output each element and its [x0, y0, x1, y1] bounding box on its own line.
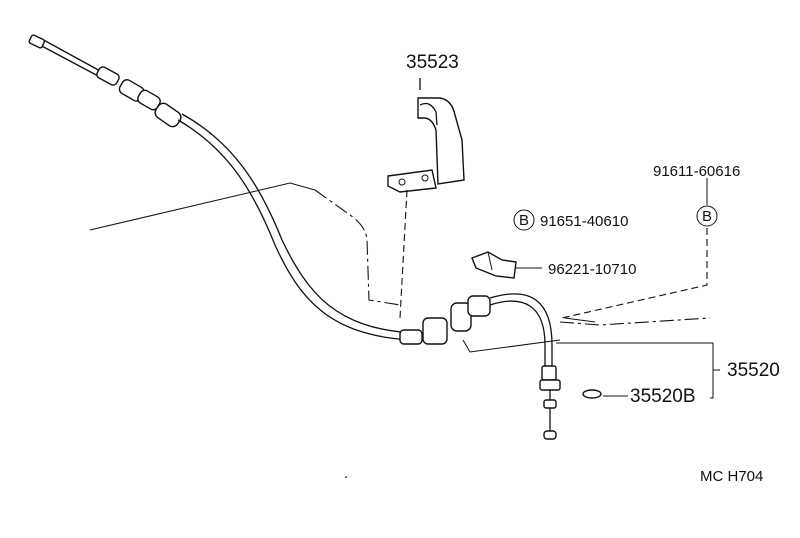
cable-joint [422, 317, 448, 345]
bolt-callout-91651: B [513, 209, 535, 231]
label-91651-40610: 91651-40610 [540, 213, 628, 230]
cable-connector [399, 329, 423, 345]
label-91611-60616: 91611-60616 [653, 163, 740, 180]
label-35523: 35523 [406, 52, 459, 73]
cable-joint-3 [467, 295, 491, 317]
cable-joint-2 [450, 302, 472, 332]
cable-nut [543, 399, 557, 409]
cable-sleeve [96, 66, 120, 86]
cable-end-fitting [28, 34, 46, 49]
footer-code: MC H704 [700, 468, 763, 485]
label-96221-10710: 96221-10710 [548, 261, 636, 278]
bolt-symbol-icon [696, 205, 718, 227]
cable-lock [539, 379, 561, 391]
bracket-35523 [387, 78, 465, 319]
callout-35520 [556, 342, 720, 399]
bolt-symbol-icon [513, 209, 535, 231]
label-35520: 35520 [727, 360, 780, 381]
body-panel-outline [89, 182, 711, 353]
stray-dot: . [344, 465, 348, 482]
label-35520B: 35520B [630, 386, 696, 407]
oring-35520B [582, 389, 628, 399]
bolt-symbol-letter: B [702, 208, 712, 225]
cable-grommet-3 [154, 102, 182, 128]
bolt-callout-91611: B [561, 178, 718, 319]
bolt-symbol-letter: B [519, 212, 529, 229]
cable-tip [543, 430, 557, 440]
cable-bracket-end [541, 365, 557, 381]
shift-cable [28, 34, 561, 440]
clamp-96221 [471, 251, 542, 279]
